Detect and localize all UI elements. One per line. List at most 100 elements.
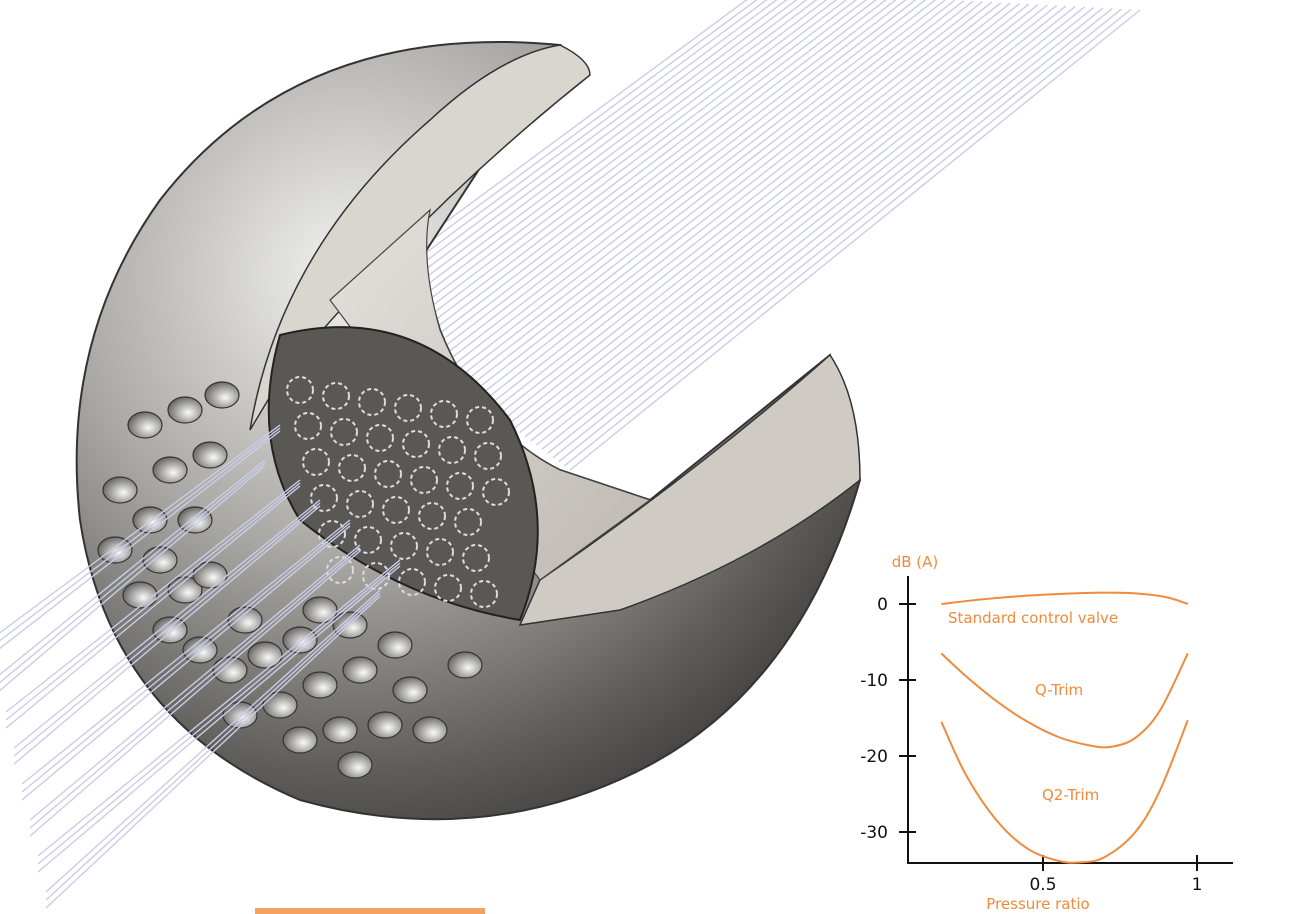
trim-cell: [390, 532, 418, 560]
flow-line: [479, 1, 993, 405]
series-label-standard: Standard control valve: [948, 609, 1118, 627]
flow-line: [37, 562, 401, 865]
y-tick-label: 0: [877, 595, 888, 615]
flow-line: [451, 0, 946, 384]
hole-icon: [102, 476, 138, 504]
hole-icon: [167, 396, 203, 424]
flow-line: [21, 519, 351, 785]
flow-line: [29, 544, 361, 821]
slot-interior: [329, 208, 652, 581]
trim-cell: [318, 520, 346, 548]
flow-line: [13, 502, 321, 757]
flow-line: [378, 0, 818, 330]
flow-line: [485, 2, 1002, 409]
hole-icon: [192, 441, 228, 469]
trim-cell: [326, 556, 354, 584]
ball-surface-holes: [97, 381, 483, 779]
flow-line: [491, 2, 1011, 413]
flow-line: [373, 0, 808, 326]
flow-line: [0, 462, 266, 684]
flow-line: [429, 0, 907, 367]
flow-line: [0, 430, 281, 650]
flow-line: [5, 479, 301, 713]
hole-icon: [127, 411, 163, 439]
y-axis-title: dB (A): [892, 553, 939, 571]
trim-cell: [382, 496, 410, 524]
flow-line: [446, 0, 937, 380]
hole-icon: [247, 641, 283, 669]
hole-icon: [152, 616, 188, 644]
flow-line: [29, 550, 361, 837]
hole-icon: [342, 656, 378, 684]
trim-cell: [322, 382, 350, 410]
hole-icon: [322, 716, 358, 744]
flow-line: [13, 505, 321, 765]
flow-lines-inlet: [0, 424, 401, 909]
flow-line: [569, 9, 1141, 471]
y-tick-label: -30: [860, 823, 888, 843]
trim-cell: [310, 484, 338, 512]
hole-icon: [447, 651, 483, 679]
x-axis-title: Pressure ratio: [986, 895, 1089, 913]
series-label-q-trim: Q-Trim: [1035, 681, 1083, 699]
hole-icon: [152, 456, 188, 484]
flow-line: [384, 0, 828, 334]
trim-cell: [374, 460, 402, 488]
hole-icon: [204, 381, 240, 409]
trim-disc: [267, 326, 539, 622]
flow-line: [0, 427, 281, 642]
trim-cell: [398, 568, 426, 596]
flow-line: [423, 0, 897, 363]
trim-cell: [410, 466, 438, 494]
hole-icon: [97, 536, 133, 564]
series-line-0: [941, 591, 1189, 605]
trim-cell: [462, 544, 490, 572]
hole-icon: [122, 581, 158, 609]
flow-line: [406, 0, 867, 351]
trim-cell: [474, 442, 502, 470]
flow-line: [558, 8, 1122, 463]
flow-line: [0, 424, 281, 634]
flow-line: [547, 7, 1104, 454]
flow-line: [468, 0, 974, 396]
flow-line: [401, 0, 858, 347]
y-tick-label: -10: [860, 671, 888, 691]
y-tick-label: -20: [860, 747, 888, 767]
flow-line: [457, 0, 956, 388]
trim-cell: [346, 490, 374, 518]
flow-line: [0, 465, 266, 692]
flow-line: [513, 4, 1048, 430]
trim-cell: [470, 580, 498, 608]
cut-face-lower: [518, 353, 861, 626]
hole-icon: [212, 656, 248, 684]
cut-face-upper: [249, 44, 591, 431]
flow-line: [524, 5, 1067, 438]
flow-line: [395, 0, 848, 343]
trim-cellular-pattern: [286, 376, 510, 608]
trim-cell: [426, 538, 454, 566]
flow-line: [5, 485, 301, 729]
flow-line: [5, 482, 301, 721]
flow-line: [37, 565, 401, 873]
flow-line: [412, 0, 877, 355]
hole-icon: [302, 596, 338, 624]
trim-cell: [430, 400, 458, 428]
flow-line: [13, 499, 321, 749]
flow-line: [362, 0, 788, 318]
flow-line: [535, 6, 1085, 446]
series-line-1: [940, 652, 1189, 749]
flow-line: [390, 0, 838, 338]
trim-cell: [366, 424, 394, 452]
flow-lines-outlet: [339, 0, 1141, 471]
trim-cell: [482, 478, 510, 506]
hole-icon: [142, 546, 178, 574]
flow-line: [563, 8, 1132, 467]
hole-icon: [282, 726, 318, 754]
series-label-q2-trim: Q2-Trim: [1042, 786, 1099, 804]
hole-icon: [337, 751, 373, 779]
hole-icon: [412, 716, 448, 744]
trim-cell: [286, 376, 314, 404]
flow-line: [45, 592, 381, 901]
flow-line: [462, 0, 965, 392]
